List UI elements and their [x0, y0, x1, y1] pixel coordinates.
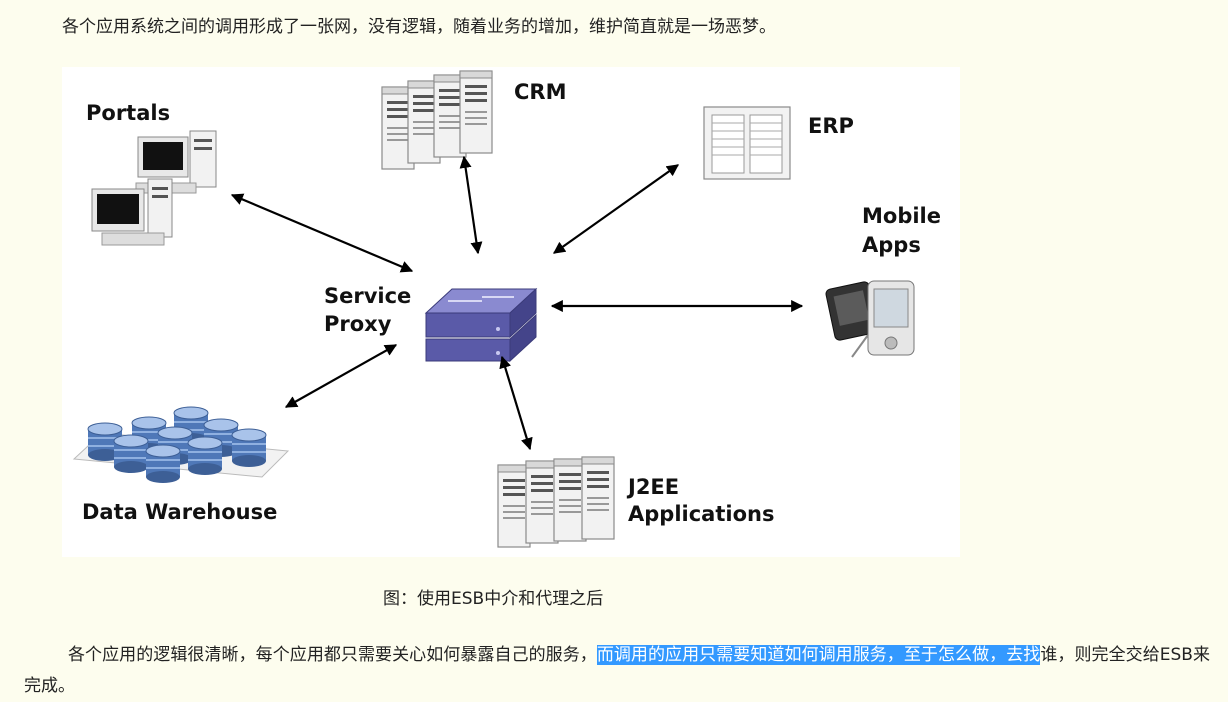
arrow-proxy-warehouse — [284, 344, 398, 408]
body-paragraph: 各个应用的逻辑很清晰，每个应用都只需要关心如何暴露自己的服务，而调用的应用只需要… — [24, 640, 1210, 702]
crm-servers-icon — [381, 70, 493, 170]
data-warehouse-icon — [72, 406, 290, 484]
data-warehouse-label: Data Warehouse — [82, 500, 277, 524]
j2ee-label-line2: Applications — [628, 502, 774, 526]
body-text-end: 谁，则完全交给ESB来完成。 — [24, 645, 1211, 696]
selected-text-highlight[interactable]: 而调用的应用只需要知道如何调用服务，至于怎么做，去找 — [596, 645, 1041, 665]
service-proxy-icon — [424, 287, 538, 363]
mobile-label-line1: Mobile — [862, 204, 941, 228]
crm-label: CRM — [514, 80, 566, 104]
arrow-crm-proxy — [459, 155, 483, 255]
portals-label: Portals — [86, 101, 170, 125]
arrow-erp-proxy — [553, 164, 679, 254]
portals-computers-icon — [91, 130, 217, 246]
j2ee-servers-icon — [497, 456, 615, 548]
mobile-label-line2: Apps — [862, 233, 921, 257]
erp-label: ERP — [808, 114, 854, 138]
esb-diagram: Portals CRM — [62, 67, 960, 557]
arrow-proxy-j2ee — [499, 355, 533, 451]
body-text-start: 各个应用的逻辑很清晰，每个应用都只需要关心如何暴露自己的服务， — [68, 645, 597, 665]
j2ee-label-line1: J2EE — [626, 475, 679, 499]
mobile-devices-icon — [825, 280, 915, 358]
intro-paragraph: 各个应用系统之间的调用形成了一张网，没有逻辑，随着业务的增加，维护简直就是一场恶… — [62, 17, 776, 37]
proxy-label-line2: Proxy — [324, 312, 392, 336]
erp-server-icon — [703, 106, 791, 180]
arrow-portals-proxy — [230, 193, 414, 273]
figure-caption: 图：使用ESB中介和代理之后 — [383, 589, 604, 609]
proxy-label-line1: Service — [324, 284, 411, 308]
